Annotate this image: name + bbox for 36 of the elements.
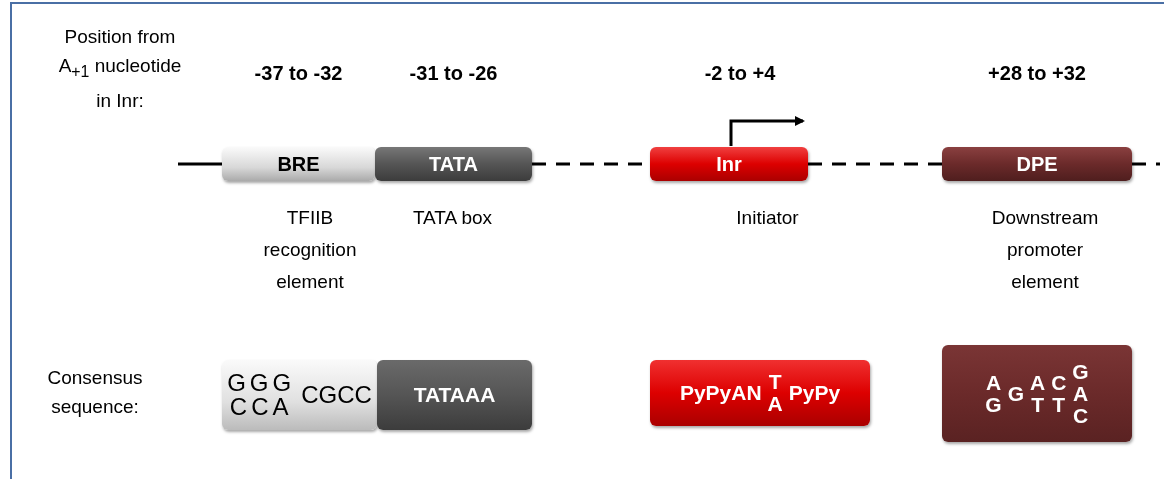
element-description: TATA box	[411, 206, 494, 230]
sequence-text: TATAAA	[413, 383, 496, 407]
sequence-text: PyPyAN	[679, 381, 762, 405]
position-range: -2 to +4	[703, 62, 777, 85]
consensus-sequence-box	[222, 360, 377, 430]
consensus-sequence-box	[377, 360, 532, 430]
position-range: -31 to -26	[408, 62, 499, 85]
sequence-text: C T	[1051, 371, 1067, 416]
sequence-text: T A	[767, 371, 783, 415]
consensus-sequence-box	[650, 360, 870, 426]
sequence-text: A G	[985, 371, 1002, 416]
sequence-text: PyPy	[788, 381, 841, 405]
row-label: Consensus sequence:	[46, 366, 144, 419]
axis-label: Position from A$_{+1}$ nucleotide in Inr:	[57, 25, 183, 113]
dna-line	[178, 162, 222, 166]
dna-line	[1132, 162, 1160, 166]
sequence-text: GGG CCA	[227, 371, 296, 419]
element-description: Initiator	[735, 206, 800, 230]
promoter-element-bar	[375, 147, 532, 181]
promoter-element-bar	[942, 147, 1132, 181]
consensus-sequence-box	[942, 345, 1132, 442]
sequence-text: CGCC	[301, 381, 372, 409]
promoter-element-bar	[222, 147, 375, 181]
element-description: Downstream promoter element	[990, 206, 1100, 294]
element-name: BRE	[277, 152, 320, 176]
dna-line	[808, 162, 942, 166]
element-name: Inr	[716, 152, 742, 176]
element-name: DPE	[1016, 152, 1058, 176]
sequence-text: A T	[1030, 371, 1046, 416]
sequence-text: G A C	[1072, 360, 1089, 427]
sequence-text: G	[1007, 381, 1024, 406]
position-range: -37 to -32	[253, 62, 344, 85]
element-description: TFIIB recognition element	[262, 206, 358, 294]
promoter-element-bar	[650, 147, 808, 181]
element-name: TATA	[429, 152, 478, 176]
position-range: +28 to +32	[987, 62, 1087, 85]
